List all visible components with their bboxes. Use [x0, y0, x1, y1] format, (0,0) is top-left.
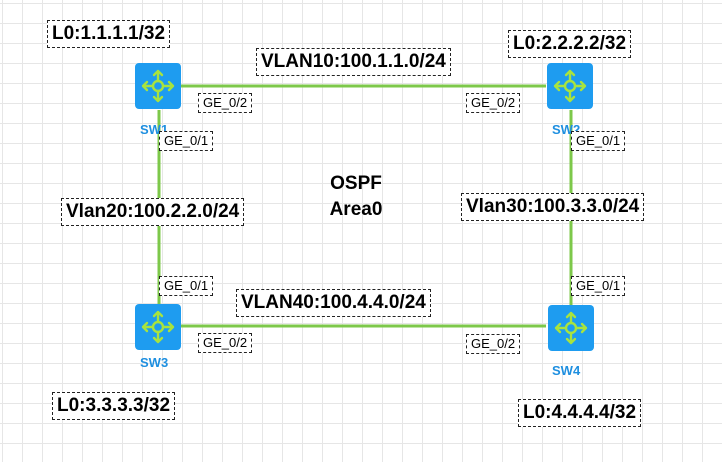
switch-sw3[interactable]: [135, 304, 181, 350]
l3-switch-icon: [141, 310, 175, 344]
loopback-label-sw2: L0:2.2.2.2/32: [508, 30, 632, 58]
vlan10-label: VLAN10:100.1.1.0/24: [256, 48, 451, 76]
ospf-area-title: OSPF: [330, 173, 382, 194]
port-label-sw2-ge02: GE_0/2: [466, 93, 521, 113]
l3-switch-icon: [141, 69, 175, 103]
switch-label-sw3: SW3: [140, 355, 169, 370]
port-label-sw1-ge02: GE_0/2: [198, 93, 253, 113]
port-label-sw3-ge02: GE_0/2: [198, 333, 253, 353]
loopback-label-sw3: L0:3.3.3.3/32: [52, 392, 176, 420]
switch-sw1[interactable]: [135, 63, 181, 109]
l3-switch-icon: [553, 69, 587, 103]
ospf-area-subtitle: Area0: [329, 199, 383, 220]
vlan40-label: VLAN40:100.4.4.0/24: [236, 289, 431, 317]
switch-label-sw4: SW4: [552, 363, 581, 378]
port-label-sw3-ge01: GE_0/1: [159, 276, 214, 296]
vlan30-label: Vlan30:100.3.3.0/24: [461, 193, 645, 221]
port-label-sw4-ge01: GE_0/1: [571, 276, 626, 296]
vlan20-label: Vlan20:100.2.2.0/24: [61, 198, 245, 226]
loopback-label-sw1: L0:1.1.1.1/32: [47, 20, 171, 48]
port-label-sw4-ge02: GE_0/2: [466, 334, 521, 354]
port-label-sw1-ge01: GE_0/1: [159, 131, 214, 151]
switch-sw2[interactable]: [547, 63, 593, 109]
port-label-sw2-ge01: GE_0/1: [571, 131, 626, 151]
switch-sw4[interactable]: [548, 305, 594, 351]
loopback-label-sw4: L0:4.4.4.4/32: [518, 399, 642, 427]
l3-switch-icon: [554, 311, 588, 345]
